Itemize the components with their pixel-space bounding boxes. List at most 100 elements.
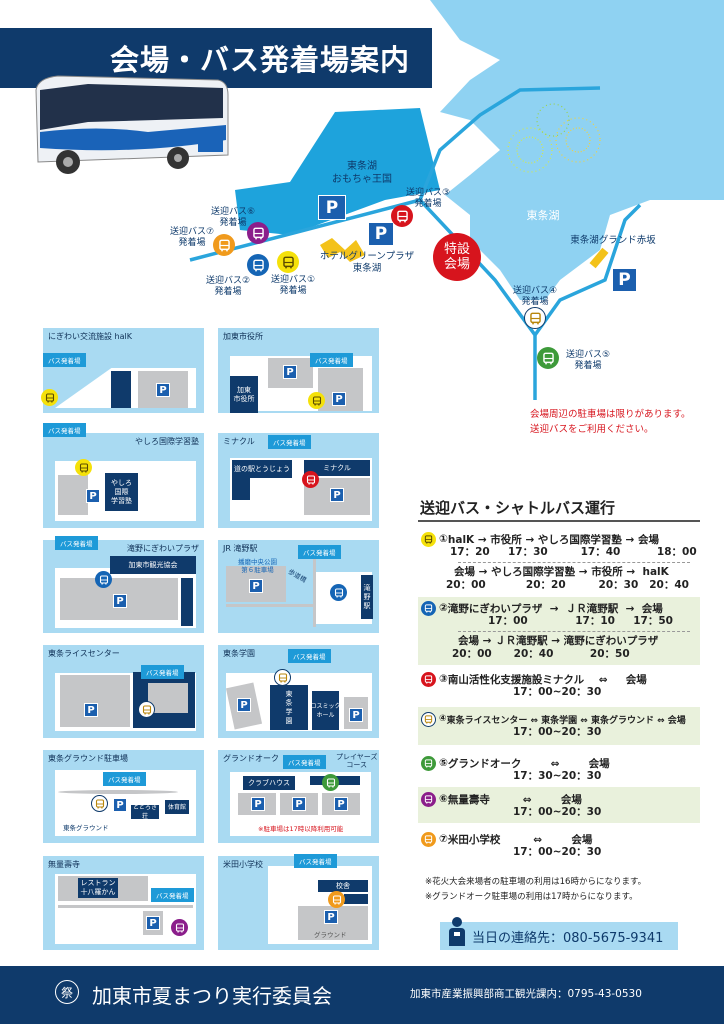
venue-marker: 特設 会場 xyxy=(433,233,481,281)
route-stops: 会場 → やしろ国際学習塾 → 市役所 → halK xyxy=(454,566,669,578)
route-5: ⑤ グランドオーク ⇔ 会場 17：30~20：30 xyxy=(418,755,700,786)
bus-stop-callout: バス発着場 xyxy=(283,755,326,769)
bus-stop-5-label: 送迎バス⑤ 発着場 xyxy=(565,350,611,371)
bus-illustration xyxy=(35,75,229,174)
route-num: ⑥ xyxy=(439,793,448,805)
contact-text: 当日の連絡先：080-5675-9341 xyxy=(472,930,664,946)
ground-label: グラウンド xyxy=(314,931,347,939)
parking-icon: P xyxy=(334,797,348,811)
route-num: ⑦ xyxy=(439,833,448,845)
parking-notice: 会場周辺の駐車場は限りがあります。 送迎バスをご利用ください。 xyxy=(530,407,691,437)
bus-stop-callout: バス発着場 xyxy=(43,353,86,367)
panel-title: やしろ国際学習塾 xyxy=(135,437,199,446)
bus-stop-callout: バス発着場 xyxy=(294,854,337,868)
toy-kingdom-area xyxy=(235,108,440,235)
parking-note: ※駐車場は17時以降利用可能 xyxy=(258,825,344,833)
parking-icon: P xyxy=(324,910,338,924)
station-building: 滝 野 駅 xyxy=(361,575,373,619)
panel-title: 加東市役所 xyxy=(223,332,263,341)
panel-title: 東条ライスセンター xyxy=(48,649,120,658)
ground-label: 東条グラウンド xyxy=(63,824,109,832)
route-times: 17：00~20：30 xyxy=(513,846,602,858)
parking-icon: P xyxy=(249,579,263,593)
building: コスミック ホール xyxy=(311,691,341,730)
map-panel-tojo-ground: 東条グラウンド駐車場 東条グラウンド P とどろき荘 体育館 バス発着場 xyxy=(43,750,204,843)
route-1: ① halK → 市役所 → やしろ国際学習塾 → 会場 17：20 17：30… xyxy=(418,531,700,591)
route-stops: halK → 市役所 → やしろ国際学習塾 → 会場 xyxy=(447,533,660,546)
notice-line: 送迎バスをご利用ください。 xyxy=(530,424,654,435)
bus-stop-callout: バス発着場 xyxy=(298,545,341,559)
building xyxy=(111,371,131,408)
route-stops: 東条ライスセンター ⇔ 東条学園 ⇔ 東条グラウンド ⇔ 会場 xyxy=(446,715,686,726)
contact-box: 当日の連絡先：080-5675-9341 xyxy=(440,917,678,950)
bus-icon xyxy=(421,711,436,727)
bus-stop-icon xyxy=(328,891,345,908)
bus-stop-1-icon xyxy=(277,251,299,273)
parking-icon: P xyxy=(292,797,306,811)
bus-icon xyxy=(421,600,436,616)
footer: 祭 加東市夏まつり実行委員会 加東市産業振興部商工観光課内：0795-43-05… xyxy=(0,966,724,1024)
route-times: 17：00~20：30 xyxy=(513,806,602,818)
bus-stop-6-label: 送迎バス⑥ 発着場 xyxy=(210,207,256,228)
walkway-label: 歩道橋 xyxy=(286,567,308,585)
note: ※花火大会来場者の駐車場の利用は16時からになります。 xyxy=(425,877,647,887)
bus-icon xyxy=(421,671,436,687)
bus-stop-callout: バス発着場 xyxy=(310,353,353,367)
bus-stop-callout: バス発着場 xyxy=(141,665,184,679)
bus-stop-7-label: 送迎バス⑦ 発着場 xyxy=(169,227,215,248)
route-times: 17：30~20：30 xyxy=(513,770,602,782)
course-label: プレイヤーズ コース xyxy=(336,753,378,769)
bus-stop-callout: バス発着場 xyxy=(103,772,146,786)
person-icon xyxy=(449,917,465,946)
building: やしろ 国際 学習塾 xyxy=(105,473,138,511)
office-contact: 加東市産業振興部商工観光課内：0795-43-0530 xyxy=(410,988,642,1000)
parking-icon: P xyxy=(113,594,127,608)
bus-icon xyxy=(421,791,436,807)
bus-stop-icon xyxy=(138,701,155,718)
route-times: 17：00~20：30 xyxy=(513,726,602,738)
area-map xyxy=(189,0,724,400)
parking-icon: P xyxy=(237,698,251,712)
bus-stop-icon xyxy=(330,584,347,601)
route-num: ③ xyxy=(439,673,448,685)
building: クラブハウス xyxy=(243,776,295,790)
bus-stop-icon xyxy=(322,774,339,791)
bus-stop-4-icon xyxy=(524,307,546,329)
lake-tojo xyxy=(430,0,724,300)
bus-stop-2-icon xyxy=(247,254,269,276)
grand-akasaka-building xyxy=(589,247,609,269)
parking-icon: P xyxy=(156,383,170,397)
map-panel-yoneda: 米田小学校 校舎 P グラウンド バス発着場 xyxy=(218,854,379,950)
route-stops: 無量壽寺 ⇔ 会場 xyxy=(447,793,582,806)
grand-akasaka-label: 東条湖グランド赤坂 xyxy=(570,235,656,246)
schedule-title: 送迎バス・シャトルバス運行 xyxy=(420,499,616,517)
route-times: 17：00 17：10 17：50 xyxy=(488,615,673,627)
lot-label: 播磨中央公園 第６駐車場 xyxy=(238,558,277,574)
bus-icon xyxy=(421,831,436,847)
map-panel-muryojuji: 無量壽寺 レストラン 十八羅かん P バス発着場 xyxy=(43,856,204,950)
route-times: 20：00 20：20 20：30 20：40 xyxy=(446,579,689,591)
panel-title: ミナクル xyxy=(223,437,255,446)
route-stops: グランドオーク ⇔ 会場 xyxy=(447,757,610,770)
route-stops: 会場 → ＪＲ滝野駅 → 滝野にぎわいプラザ xyxy=(458,635,659,647)
notice-line: 会場周辺の駐車場は限りがあります。 xyxy=(530,409,691,420)
bus-stop-3-label: 送迎バス③ 発着場 xyxy=(405,188,451,209)
map-panel-tojo-gakuen: 東条学園 P 東 条 学 園 コスミック ホール P バス発着場 xyxy=(218,645,379,738)
bus-stop-icon xyxy=(302,471,319,488)
parking-icon: P xyxy=(283,365,297,379)
building: 校舎 xyxy=(318,880,368,892)
bus-stop-icon xyxy=(308,392,325,409)
note: ※グランドオーク駐車場の利用は17時からになります。 xyxy=(425,892,638,902)
panel-title: 東条学園 xyxy=(223,649,255,658)
map-panel-jr-takino: JR 滝野駅 播磨中央公園 第６駐車場 P 歩道橋 滝 野 駅 バス発着場 xyxy=(218,540,379,633)
hotel-building xyxy=(320,238,365,262)
parking-icon: P xyxy=(84,703,98,717)
bus-stop-7-icon xyxy=(213,234,235,256)
route-2: ② 滝野にぎわいプラザ → ＪＲ滝野駅 → 会場 17：00 17：10 17：… xyxy=(418,597,700,665)
divider xyxy=(418,520,700,522)
bus-stop-callout: バス発着場 xyxy=(55,536,98,550)
parking-icon: P xyxy=(146,916,160,930)
panel-title: 滝野にぎわいプラザ xyxy=(127,544,199,553)
parking-icon: P xyxy=(113,798,127,812)
map-panel-halk: にぎわい交流施設 halK P バス発着場 xyxy=(41,328,204,413)
